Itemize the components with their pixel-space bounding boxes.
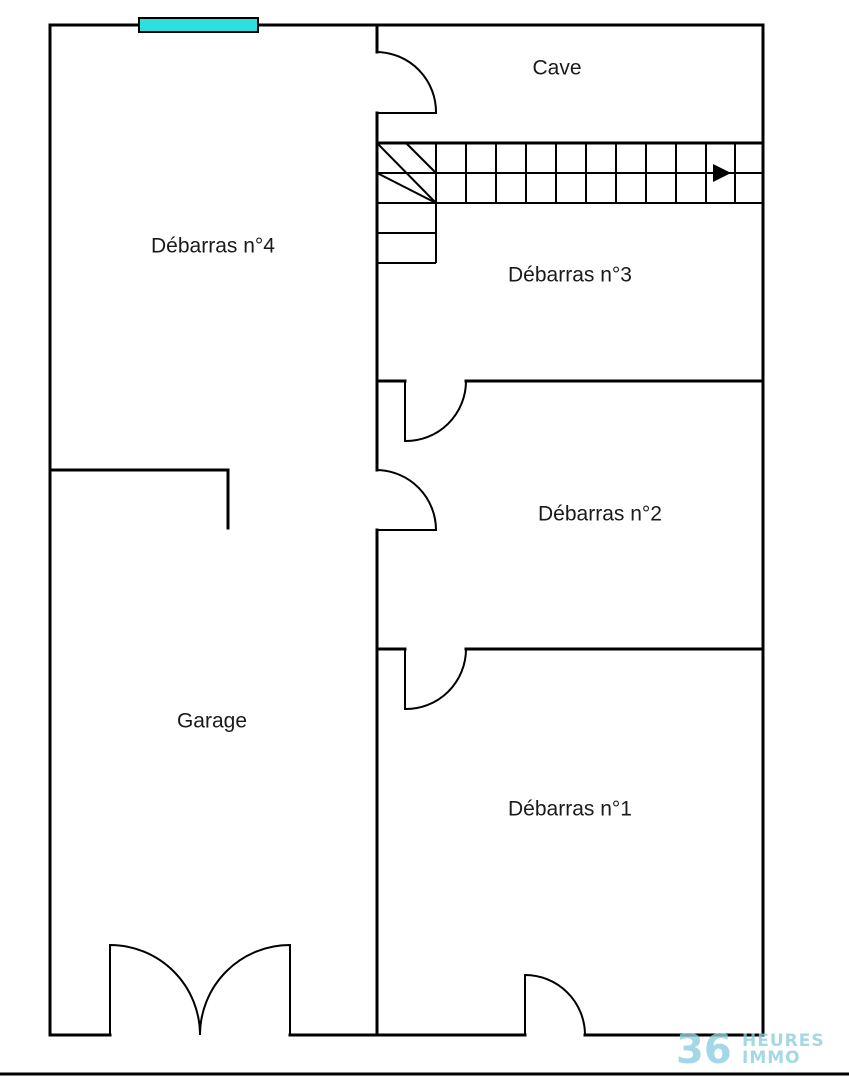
interior-walls: [48, 141, 765, 651]
room-label-cave: Cave: [532, 57, 581, 80]
staircase: [376, 142, 764, 264]
window: [138, 17, 259, 33]
stair-arrow-icon: [713, 164, 731, 182]
logo-line-1: HEURES: [742, 1031, 825, 1051]
doors: [109, 51, 586, 1036]
room-label-garage: Garage: [177, 710, 247, 733]
room-label-debarras-4: Débarras n°4: [151, 235, 275, 258]
logo-watermark: 36 HEURES IMMO: [676, 1027, 825, 1073]
logo-line-2: IMMO: [742, 1048, 801, 1068]
room-label-debarras-3: Débarras n°3: [508, 264, 632, 287]
logo-number: 36: [676, 1027, 732, 1073]
room-label-debarras-1: Débarras n°1: [508, 798, 632, 821]
room-label-debarras-2: Débarras n°2: [538, 503, 662, 526]
